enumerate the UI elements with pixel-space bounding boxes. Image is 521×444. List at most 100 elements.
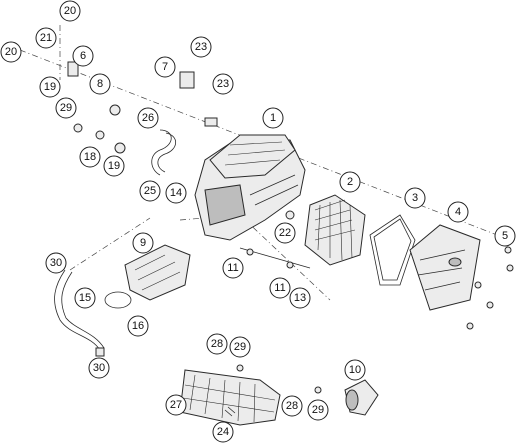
callout-circle — [165, 394, 187, 416]
callout-number: 23 — [217, 78, 229, 90]
callout-number: 5 — [502, 230, 508, 242]
callout-circle — [139, 180, 161, 202]
callout-number: 22 — [279, 227, 291, 239]
callout-number: 13 — [294, 292, 306, 304]
callout-29: 29 — [229, 336, 251, 358]
callout-number: 30 — [93, 362, 105, 374]
callout-23: 23 — [212, 73, 234, 95]
callout-circle — [74, 287, 96, 309]
callout-28: 28 — [206, 333, 228, 355]
callout-number: 2 — [347, 176, 353, 188]
callout-number: 6 — [80, 50, 86, 62]
callout-9: 9 — [132, 232, 154, 254]
filter-frame — [369, 214, 416, 286]
callout-number: 25 — [144, 185, 156, 197]
callout-number: 23 — [195, 41, 207, 53]
callout-circle — [127, 315, 149, 337]
callout-number: 18 — [84, 151, 96, 163]
callout-16: 16 — [127, 315, 149, 337]
callout-number: 19 — [108, 160, 120, 172]
callout-circle — [206, 333, 228, 355]
callout-circle — [289, 287, 311, 309]
callout-circle — [72, 45, 94, 67]
callout-number: 24 — [217, 426, 229, 438]
callout-13: 13 — [289, 287, 311, 309]
callout-circle — [190, 36, 212, 58]
callout-11: 11 — [269, 277, 291, 299]
callout-number: 20 — [64, 5, 76, 17]
callout-number: 16 — [132, 320, 144, 332]
callout-14: 14 — [165, 182, 187, 204]
callout-18: 18 — [79, 146, 101, 168]
callout-circle — [344, 359, 366, 381]
airbox-cover — [409, 224, 481, 311]
callout-circle — [447, 201, 469, 223]
callout-26: 26 — [137, 107, 159, 129]
callout-circle — [39, 76, 61, 98]
callout-circle — [222, 257, 244, 279]
callout-number: 26 — [142, 112, 154, 124]
callout-15: 15 — [74, 287, 96, 309]
callout-29: 29 — [307, 399, 329, 421]
callout-circle — [59, 0, 81, 22]
callout-circle — [494, 225, 516, 247]
callout-30: 30 — [45, 252, 67, 274]
callout-20: 20 — [59, 0, 81, 22]
callout-number: 19 — [44, 81, 56, 93]
callout-number: 3 — [412, 192, 418, 204]
callout-10: 10 — [344, 359, 366, 381]
callout-20: 20 — [0, 41, 22, 63]
callout-number: 1 — [270, 112, 276, 124]
callout-24: 24 — [212, 421, 234, 443]
callout-4: 4 — [447, 201, 469, 223]
airbox-housing — [194, 134, 306, 241]
callout-number: 14 — [170, 187, 182, 199]
callout-8: 8 — [89, 73, 111, 95]
callout-number: 29 — [60, 102, 72, 114]
callout-1: 1 — [262, 107, 284, 129]
callout-number: 10 — [349, 364, 361, 376]
callout-circle — [274, 222, 296, 244]
callout-number: 7 — [162, 61, 168, 73]
callout-circle — [79, 146, 101, 168]
callout-number: 20 — [5, 46, 17, 58]
callout-circle — [339, 171, 361, 193]
callout-28: 28 — [281, 395, 303, 417]
callout-circle — [35, 27, 57, 49]
callout-number: 27 — [170, 399, 182, 411]
callout-circle — [103, 155, 125, 177]
callout-27: 27 — [165, 394, 187, 416]
intake-boot — [124, 244, 191, 301]
callout-21: 21 — [35, 27, 57, 49]
callout-25: 25 — [139, 180, 161, 202]
callout-11: 11 — [222, 257, 244, 279]
callout-circle — [88, 357, 110, 379]
callout-number: 15 — [79, 292, 91, 304]
callout-circle — [269, 277, 291, 299]
callout-circle — [281, 395, 303, 417]
callout-6: 6 — [72, 45, 94, 67]
callout-7: 7 — [154, 56, 176, 78]
callout-23: 23 — [190, 36, 212, 58]
callout-number: 28 — [286, 400, 298, 412]
callout-number: 29 — [234, 341, 246, 353]
callout-circle — [137, 107, 159, 129]
callout-circle — [0, 41, 22, 63]
callout-5: 5 — [494, 225, 516, 247]
callout-circle — [262, 107, 284, 129]
callout-number: 8 — [97, 78, 103, 90]
callout-2: 2 — [339, 171, 361, 193]
vent-hose — [151, 129, 177, 176]
callout-circle — [154, 56, 176, 78]
callout-circle — [229, 336, 251, 358]
callout-number: 11 — [227, 262, 238, 274]
small-fasteners — [67, 61, 514, 417]
callout-number: 9 — [140, 237, 146, 249]
callout-3: 3 — [404, 187, 426, 209]
callout-circle — [89, 73, 111, 95]
intake-snorkel — [179, 369, 281, 426]
callout-circle — [307, 399, 329, 421]
callout-circle — [55, 97, 77, 119]
callout-number: 21 — [40, 32, 52, 44]
